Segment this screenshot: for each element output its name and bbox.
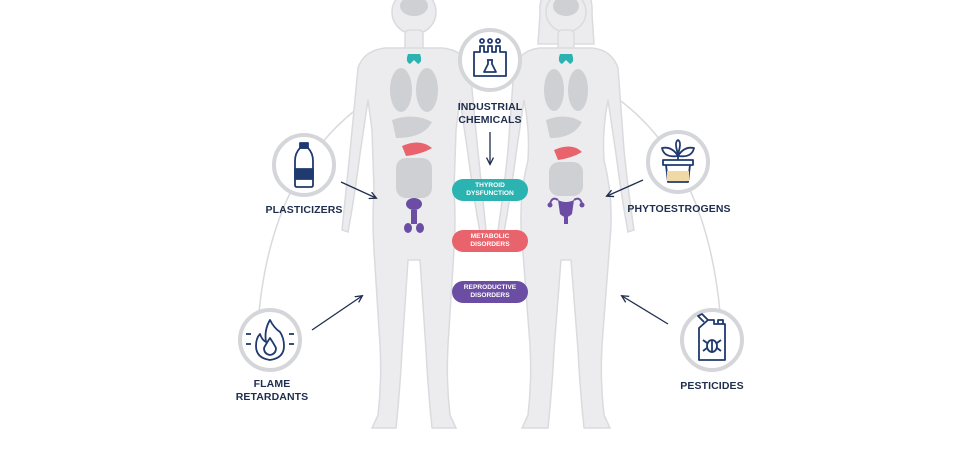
lungs-right bbox=[568, 69, 588, 111]
effect-pill-thyroid: THYROID DYSFUNCTION bbox=[452, 179, 528, 201]
effect-pill-reproductive: REPRODUCTIVE DISORDERS bbox=[452, 281, 528, 303]
male-figure bbox=[341, 0, 487, 429]
male-reproductive-organ bbox=[404, 198, 424, 233]
label-flame-retardants: FLAME RETARDANTS bbox=[235, 378, 309, 403]
arrow-plasticizers bbox=[340, 181, 376, 198]
effect-pill-metabolic: METABOLIC DISORDERS bbox=[452, 230, 528, 252]
female-figure bbox=[497, 0, 635, 429]
effect-pill-thyroid-text: THYROID DYSFUNCTION bbox=[466, 182, 514, 197]
lungs-left bbox=[544, 69, 564, 111]
plastic-bottle-icon bbox=[294, 142, 314, 188]
uterus bbox=[547, 197, 585, 224]
pesticides-badge bbox=[680, 308, 744, 372]
intestines bbox=[396, 158, 432, 198]
plasticizers-badge bbox=[272, 133, 336, 197]
arrow-pesticides bbox=[622, 296, 669, 325]
arrow-phytoestrogens bbox=[607, 179, 644, 196]
liver bbox=[392, 116, 432, 138]
label-pesticides: PESTICIDES bbox=[680, 380, 744, 392]
label-phytoestrogens: PHYTOESTROGENS bbox=[627, 203, 731, 215]
thyroid-gland bbox=[558, 54, 574, 64]
flame-retardants-badge bbox=[238, 308, 302, 372]
lungs-left bbox=[390, 68, 412, 112]
brain bbox=[400, 0, 428, 16]
pesticide-canister-icon bbox=[697, 313, 726, 361]
effect-pill-metabolic-text: METABOLIC DISORDERS bbox=[470, 233, 510, 248]
label-plasticizers: PLASTICIZERS bbox=[265, 204, 343, 216]
liver bbox=[546, 116, 582, 138]
industrial-chemicals-badge bbox=[458, 28, 522, 92]
effect-pill-reproductive-text: REPRODUCTIVE DISORDERS bbox=[463, 284, 517, 299]
label-industrial-chemicals: INDUSTRIAL CHEMICALS bbox=[457, 101, 523, 126]
flame-icon bbox=[246, 319, 294, 361]
brain bbox=[553, 0, 579, 16]
arrow-flame bbox=[311, 296, 362, 331]
phytoestrogens-badge bbox=[646, 130, 710, 194]
intestines bbox=[549, 162, 583, 196]
plant-pot-icon bbox=[661, 139, 695, 183]
thyroid-gland bbox=[406, 54, 422, 64]
pancreas bbox=[402, 142, 432, 156]
factory-flask-icon bbox=[473, 38, 507, 77]
pancreas bbox=[554, 146, 582, 160]
lungs-right bbox=[416, 68, 438, 112]
